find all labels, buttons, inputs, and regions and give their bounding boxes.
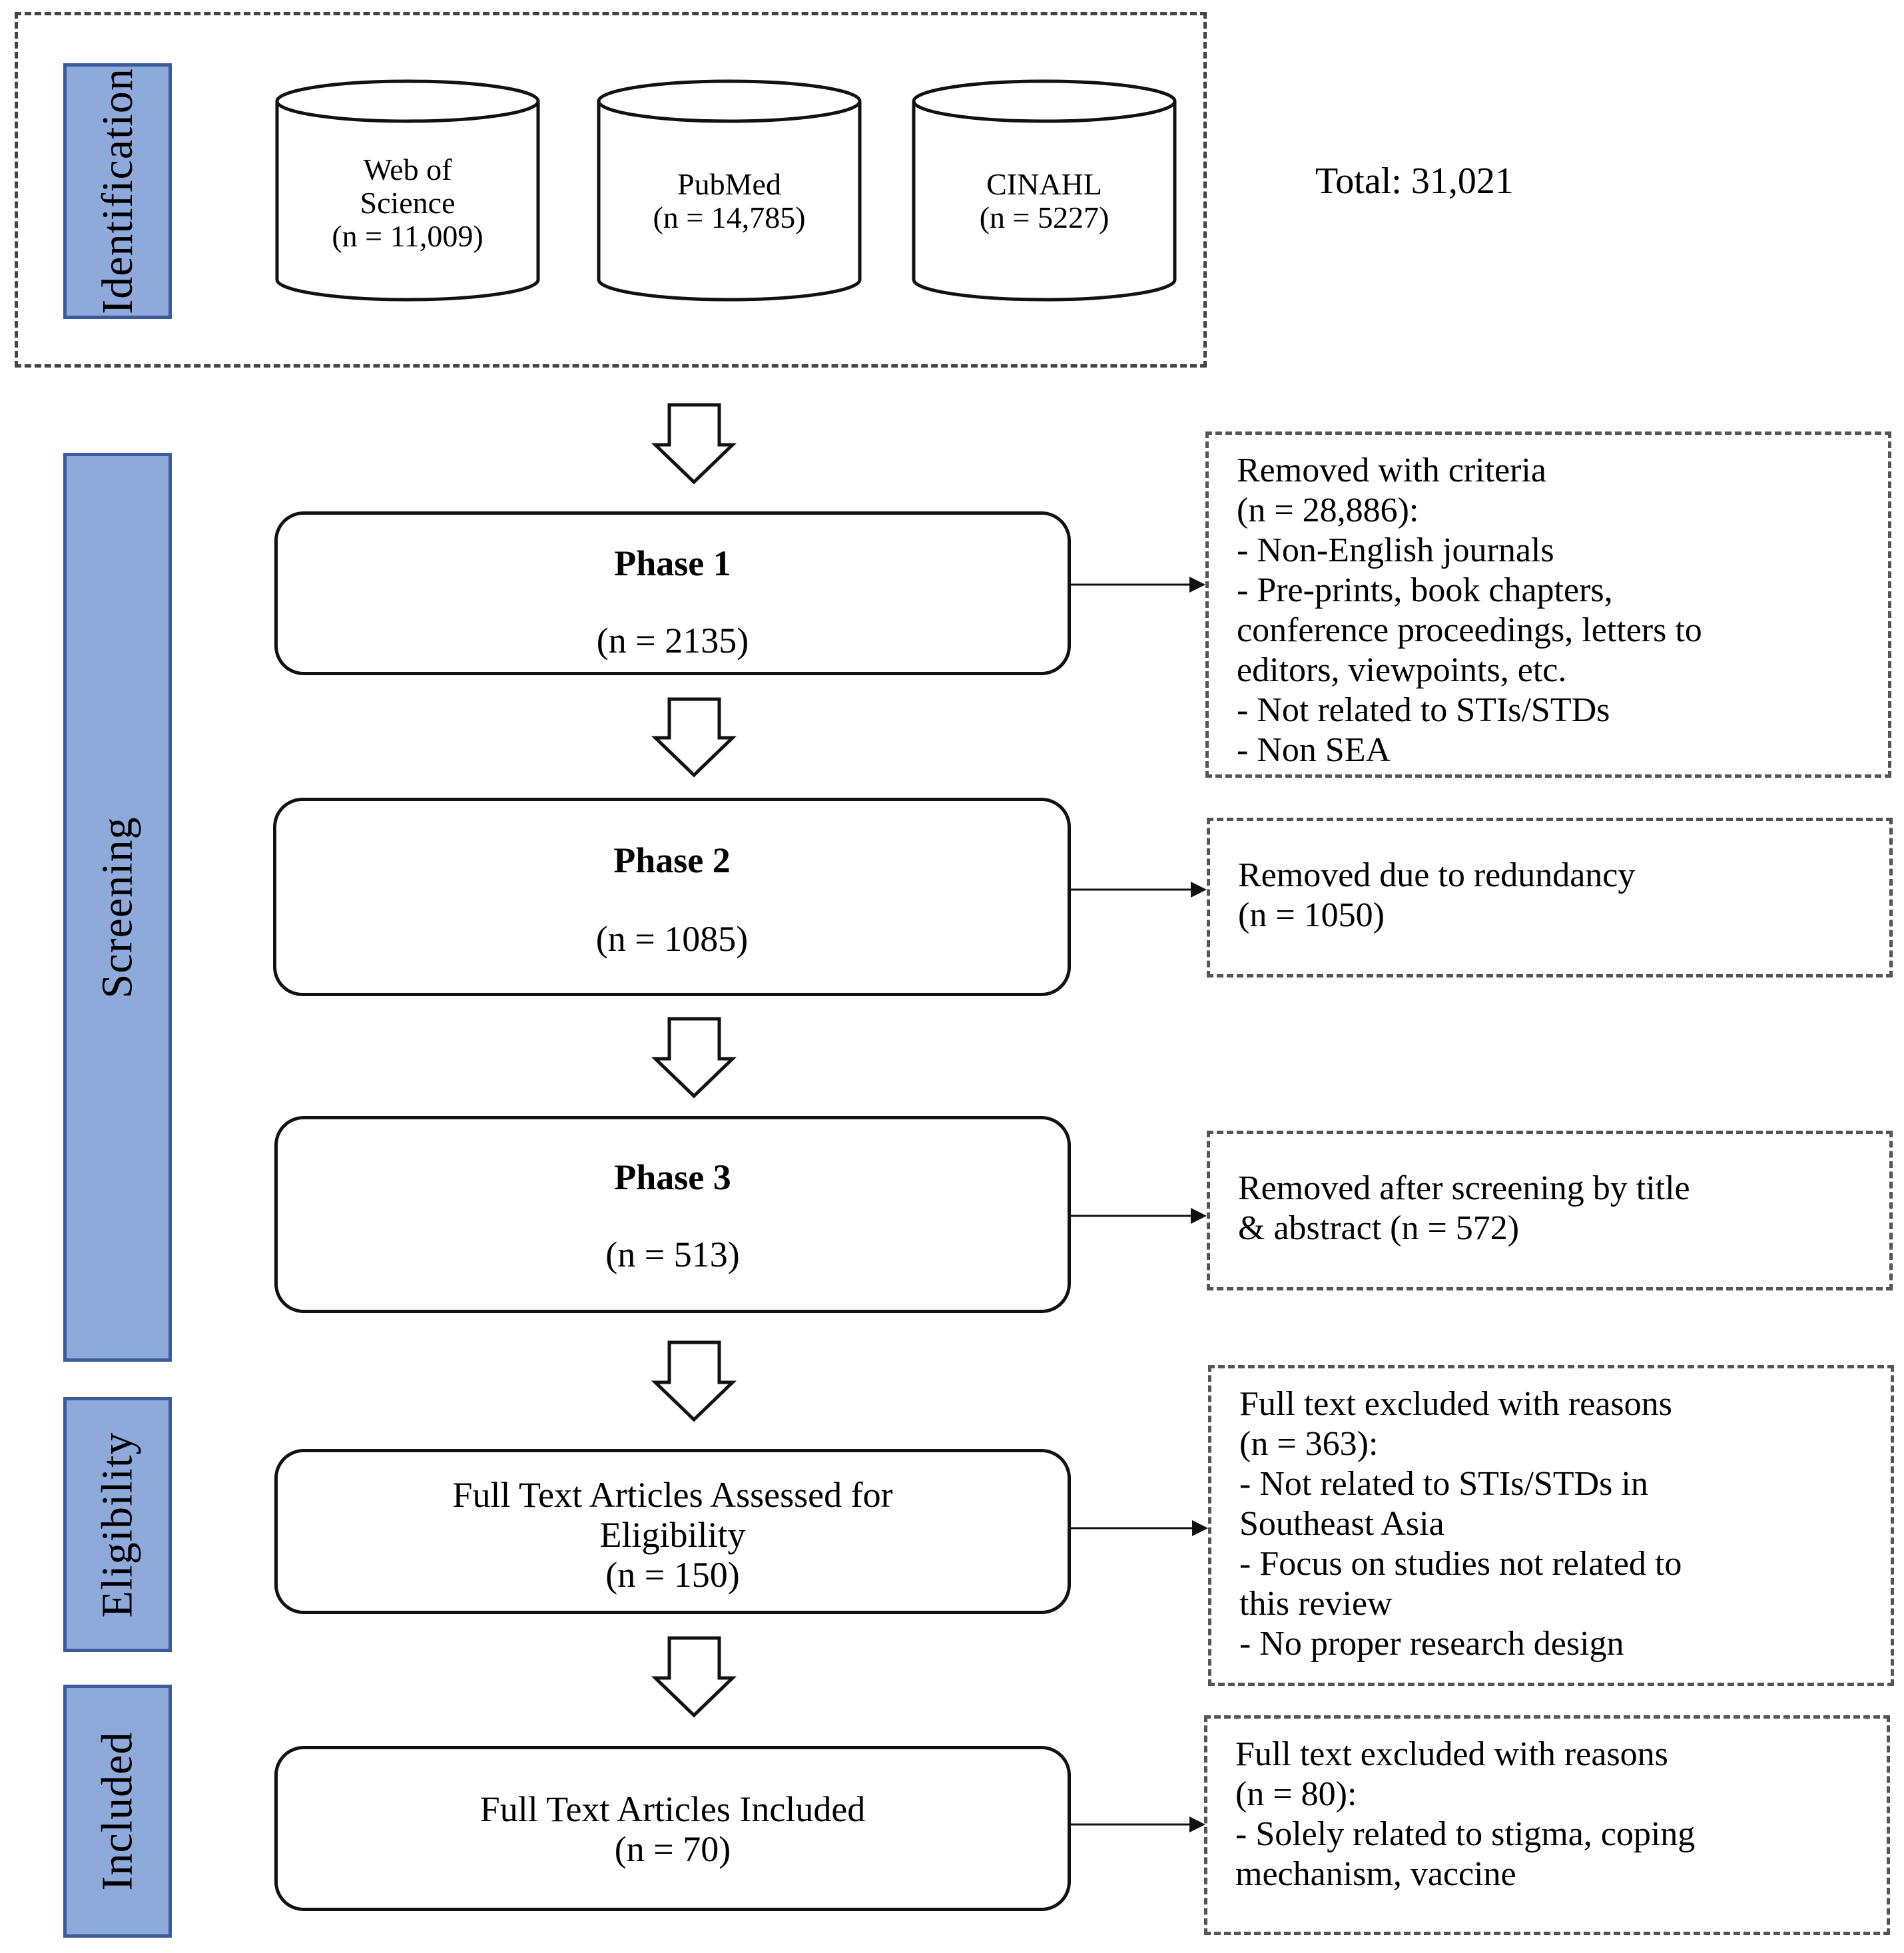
removed-redundancy-box: Removed due to redundancy (n = 1050): [1207, 818, 1893, 977]
down-arrow-3: [651, 1017, 737, 1099]
removed-line: (n = 80):: [1235, 1775, 1357, 1813]
removed-line: - Not related to STIs/STDs in: [1239, 1465, 1648, 1503]
stage-eligibility: Eligibility: [63, 1397, 172, 1652]
removed-line: conference proceedings, letters to: [1237, 611, 1702, 649]
database-name-line1: Web of: [363, 152, 452, 186]
removed-line: Full text excluded with reasons: [1239, 1385, 1672, 1423]
phase-count: (n = 513): [605, 1235, 740, 1274]
removed-line: - Not related to STIs/STDs: [1237, 691, 1610, 729]
removed-line: mechanism, vaccine: [1235, 1855, 1516, 1893]
stage-screening: Screening: [63, 453, 172, 1362]
removed-line: (n = 363):: [1239, 1425, 1379, 1463]
down-arrow-1: [651, 403, 737, 485]
removed-line: (n = 1050): [1238, 896, 1385, 934]
removed-line: Removed after screening by title: [1238, 1169, 1690, 1207]
eligibility-count: (n = 150): [605, 1555, 740, 1595]
removed-line: this review: [1239, 1585, 1393, 1623]
removed-criteria-box: Removed with criteria (n = 28,886): - No…: [1205, 431, 1891, 778]
phase-title: Phase 1: [614, 543, 731, 583]
eligibility-box: Full Text Articles Assessed for Eligibil…: [274, 1449, 1071, 1614]
removed-line: - Solely related to stigma, coping: [1235, 1815, 1696, 1853]
included-line1: Full Text Articles Included: [479, 1789, 866, 1829]
phase-title: Phase 3: [614, 1157, 731, 1197]
removed-line: (n = 28,886):: [1237, 491, 1419, 529]
included-count: (n = 70): [614, 1829, 731, 1869]
removed-line: Full text excluded with reasons: [1235, 1735, 1668, 1773]
removed-line: - Non SEA: [1237, 731, 1391, 769]
removed-line: - Focus on studies not related to: [1239, 1545, 1682, 1583]
eligibility-line2: Eligibility: [599, 1515, 746, 1555]
removed-line: - Non-English journals: [1237, 531, 1554, 569]
database-count: (n = 5227): [979, 200, 1110, 234]
stage-included: Included: [63, 1685, 172, 1938]
database-name-line1: PubMed: [677, 167, 781, 201]
database-web-of-science: Web of Science (n = 11,009): [274, 79, 541, 302]
included-box: Full Text Articles Included (n = 70): [274, 1746, 1071, 1911]
removed-line: & abstract (n = 572): [1238, 1209, 1520, 1247]
removed-line: - Pre-prints, book chapters,: [1237, 571, 1613, 609]
removed-line: Southeast Asia: [1239, 1505, 1444, 1543]
phase-2-box: Phase 2 (n = 1085): [273, 798, 1071, 996]
database-name-line2: Science: [360, 186, 456, 220]
stage-identification: Identification: [63, 63, 172, 319]
database-cinahl: CINAHL (n = 5227): [911, 79, 1177, 302]
removed-title-abstract-box: Removed after screening by title & abstr…: [1207, 1131, 1893, 1290]
phase-count: (n = 1085): [595, 919, 749, 959]
phase-count: (n = 2135): [596, 621, 749, 661]
phase-title: Phase 2: [613, 840, 731, 880]
total-count: Total: 31,021: [1315, 160, 1514, 202]
down-arrow-4: [651, 1340, 737, 1422]
database-count: (n = 14,785): [653, 200, 806, 234]
down-arrow-2: [651, 697, 737, 778]
down-arrow-5: [651, 1636, 737, 1718]
eligibility-line1: Full Text Articles Assessed for: [452, 1475, 893, 1515]
database-pubmed: PubMed (n = 14,785): [596, 79, 862, 302]
fulltext-excluded-363-box: Full text excluded with reasons (n = 363…: [1208, 1365, 1894, 1686]
phase-1-box: Phase 1 (n = 2135): [274, 511, 1071, 675]
database-name-line1: CINAHL: [986, 167, 1102, 201]
identification-frame: [15, 12, 1207, 368]
fulltext-excluded-80-box: Full text excluded with reasons (n = 80)…: [1204, 1715, 1890, 1935]
removed-line: editors, viewpoints, etc.: [1237, 651, 1567, 689]
removed-line: - No proper research design: [1239, 1625, 1624, 1663]
removed-line: Removed due to redundancy: [1238, 856, 1636, 894]
phase-3-box: Phase 3 (n = 513): [274, 1116, 1071, 1313]
database-count: (n = 11,009): [332, 219, 483, 253]
removed-line: Removed with criteria: [1237, 451, 1546, 489]
